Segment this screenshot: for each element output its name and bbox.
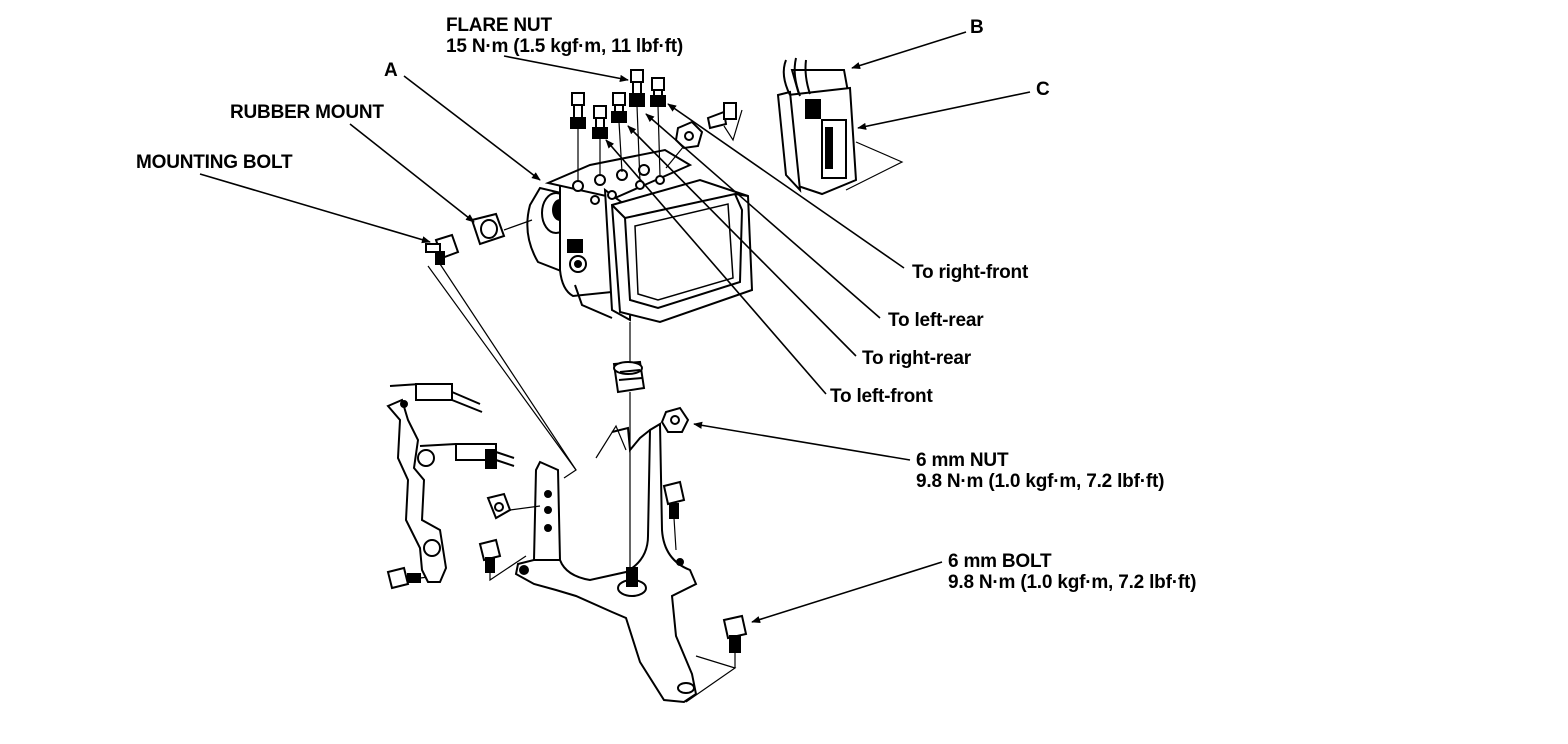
mounting-bolt-part	[425, 233, 460, 265]
leader-lines	[199, 31, 1031, 623]
callout-b-label: B	[970, 17, 984, 38]
harness-connector	[776, 57, 858, 196]
main-bracket	[514, 422, 698, 704]
bolt-6mm-label: 6 mm BOLT 9.8 N·m (1.0 kgf·m, 7.2 lbf·ft…	[948, 551, 1196, 593]
bolt-6mm-name: 6 mm BOLT	[948, 551, 1052, 572]
rubber-mount-part	[470, 212, 533, 246]
nut-6mm-label: 6 mm NUT 9.8 N·m (1.0 kgf·m, 7.2 lbf·ft)	[916, 450, 1164, 492]
to-right-rear-label: To right-rear	[862, 348, 971, 369]
flare-nut-torque: 15 N·m (1.5 kgf·m, 11 lbf·ft)	[446, 36, 684, 57]
lower-rubber-mount	[612, 360, 646, 394]
mounting-bolt-label: MOUNTING BOLT	[136, 152, 293, 173]
assembly-lines-top	[577, 105, 743, 183]
bracket-bolts	[386, 480, 748, 653]
connector-bracket-lines	[845, 141, 904, 191]
nut-6mm-part	[660, 406, 690, 433]
nut-6mm-name: 6 mm NUT	[916, 450, 1009, 471]
brake-line-bracket	[386, 398, 448, 583]
assembly-lines-bracket	[419, 263, 737, 703]
flare-nut-label: FLARE NUT 15 N·m (1.5 kgf·m, 11 lbf·ft)	[446, 15, 683, 57]
brake-pipes	[389, 383, 515, 469]
to-right-front-label: To right-front	[912, 262, 1029, 283]
abs-modulator-unit	[526, 148, 754, 324]
to-left-front-label: To left-front	[830, 386, 933, 407]
to-left-rear-label: To left-rear	[888, 310, 984, 331]
callout-a-label: A	[384, 60, 398, 81]
bolt-6mm-torque: 9.8 N·m (1.0 kgf·m, 7.2 lbf·ft)	[948, 572, 1197, 593]
rubber-mount-label: RUBBER MOUNT	[230, 102, 384, 123]
callout-c-label: C	[1036, 79, 1050, 100]
flare-nut-fittings	[570, 69, 737, 150]
flare-nut-name: FLARE NUT	[446, 15, 552, 36]
nut-6mm-torque: 9.8 N·m (1.0 kgf·m, 7.2 lbf·ft)	[916, 471, 1165, 492]
